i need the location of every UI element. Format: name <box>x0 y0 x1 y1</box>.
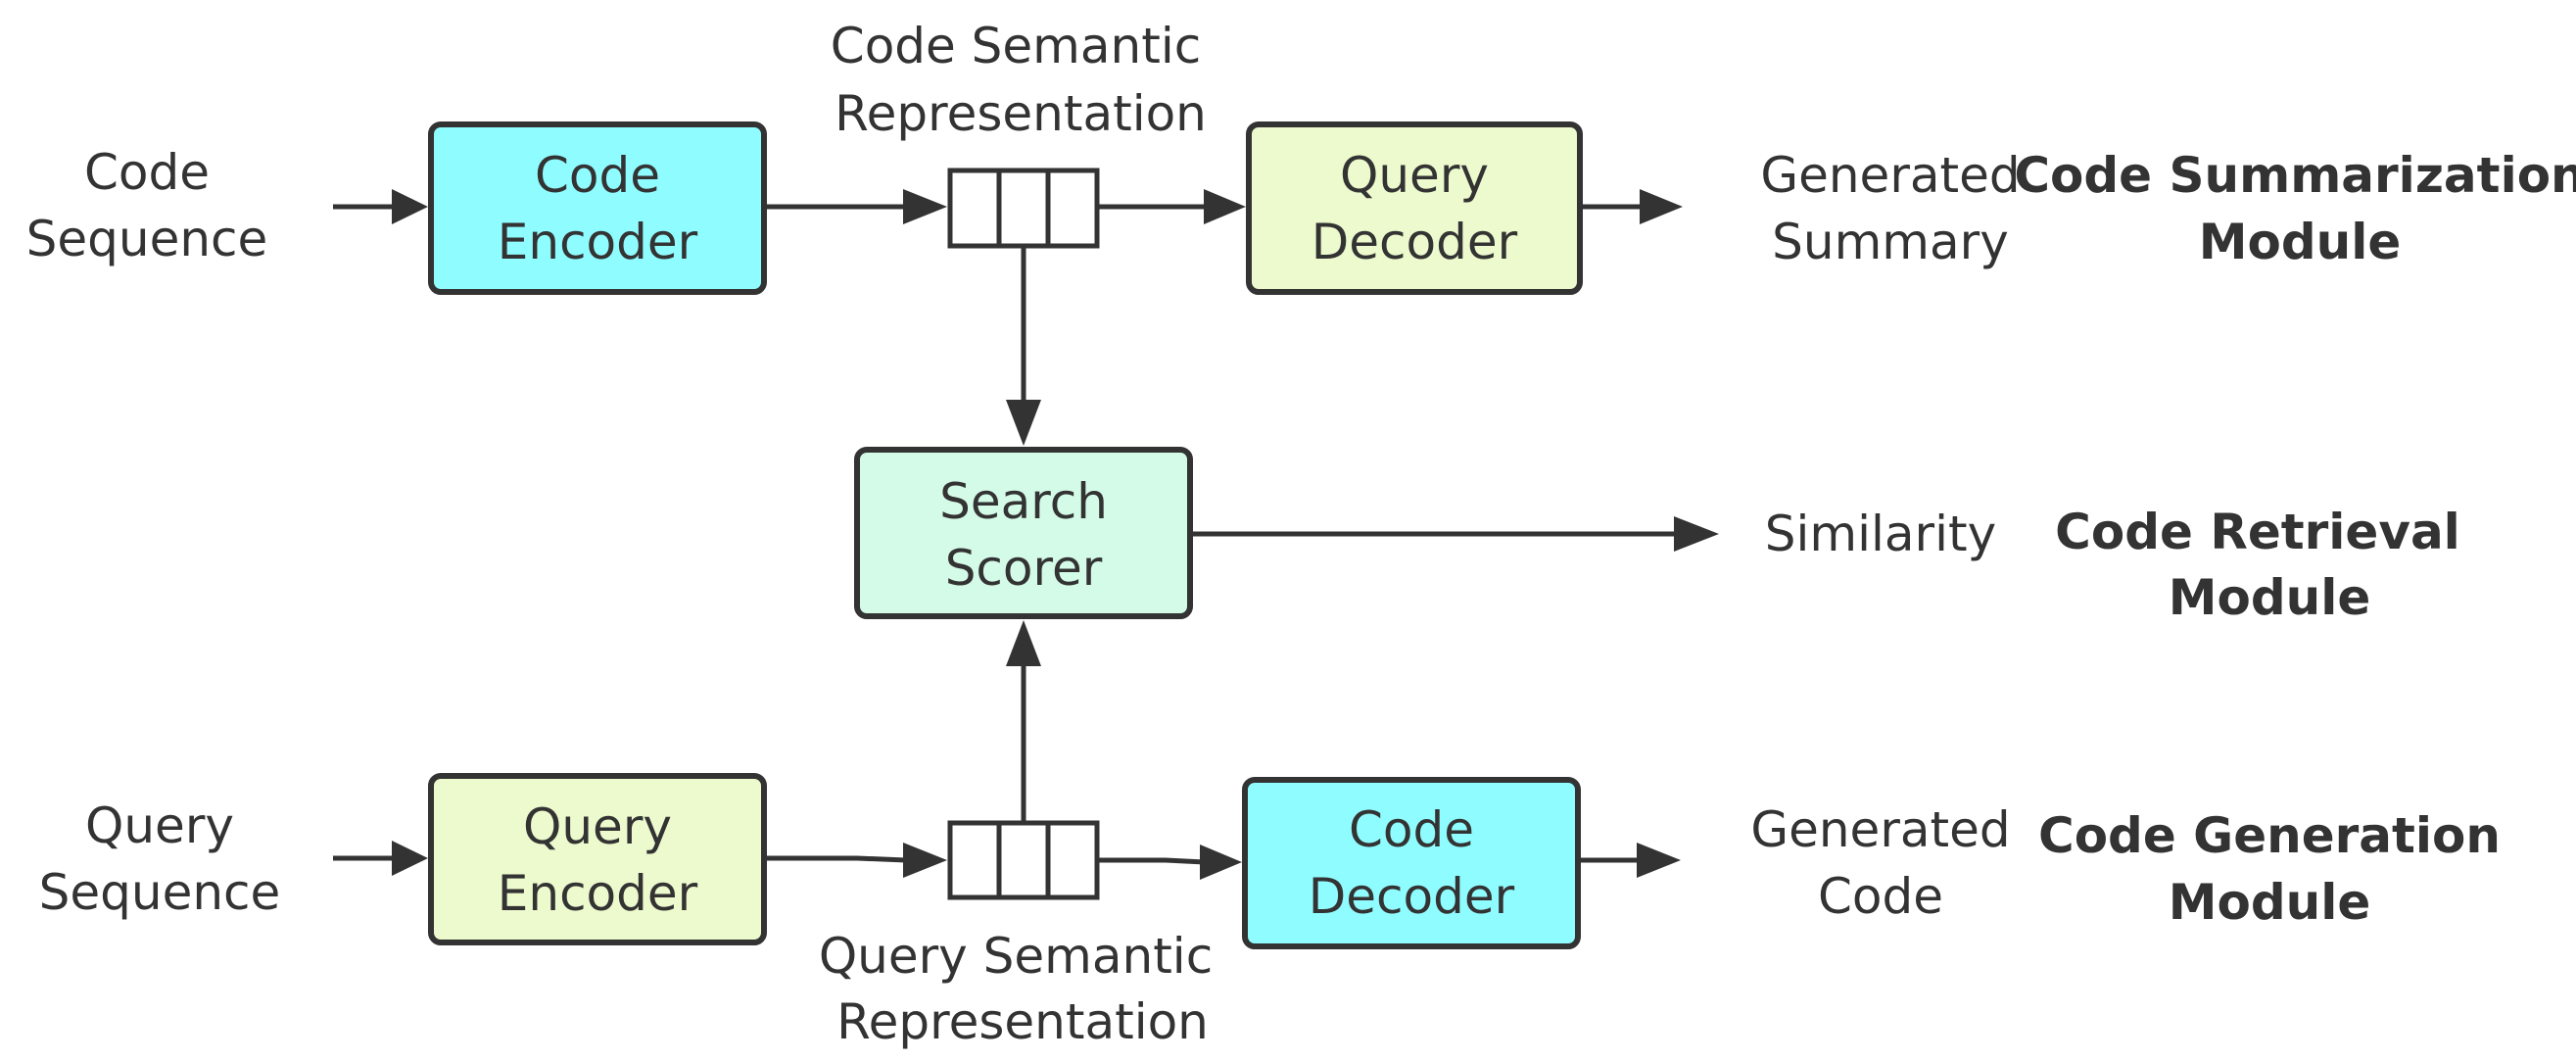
generated-summary-label-line1: Generated <box>1760 147 2020 204</box>
code-semantic-representation-label-line2: Representation <box>835 85 1207 142</box>
code-encoder-label-line1: Code <box>535 147 660 204</box>
arrowhead-query-encoder-in <box>392 841 428 876</box>
query-encoder-label-line1: Query <box>523 798 672 855</box>
arrowhead-scorer-bottom-in <box>1006 620 1041 666</box>
query-decoder-label-line2: Decoder <box>1312 214 1518 270</box>
code-decoder-box <box>1242 777 1581 949</box>
query-decoder-box <box>1246 121 1583 295</box>
code-summarization-module-label-line2: Module <box>2199 214 2402 270</box>
code-decoder-label-line1: Code <box>1349 801 1474 858</box>
search-scorer-label-line2: Scorer <box>945 540 1103 597</box>
arrow-query-encoder-to-representation <box>766 855 907 863</box>
query-semantic-representation-label-line2: Representation <box>836 993 1209 1050</box>
code-retrieval-module-label-line2: Module <box>2169 569 2371 626</box>
search-scorer-label-line1: Search <box>939 473 1108 530</box>
code-decoder-label-line2: Decoder <box>1309 868 1515 925</box>
similarity-label: Similarity <box>1765 506 1996 562</box>
arrow-query-representation-to-code-decoder <box>1099 857 1206 865</box>
query-encoder-label-line2: Encoder <box>498 865 698 922</box>
query-sequence-label-line1: Query <box>85 797 234 854</box>
code-sequence-label-line2: Sequence <box>26 211 268 267</box>
code-generation-module-label-line2: Module <box>2169 874 2371 931</box>
code-encoder-label-line2: Encoder <box>498 214 698 270</box>
arrowhead-similarity <box>1674 516 1719 552</box>
code-encoder-box <box>428 121 767 295</box>
arrowhead-scorer-top-in <box>1006 400 1041 446</box>
arrowhead-generated-summary <box>1640 189 1683 224</box>
query-semantic-vector <box>947 820 1100 900</box>
generated-code-label-line2: Code <box>1818 868 1943 925</box>
query-semantic-representation-label-line1: Query Semantic <box>819 928 1213 985</box>
search-scorer-box <box>854 447 1193 619</box>
code-sequence-label-line1: Code <box>84 144 210 201</box>
code-retrieval-module-label-line1: Code Retrieval <box>2055 504 2460 560</box>
query-sequence-label-line2: Sequence <box>39 864 281 921</box>
generated-code-label-line1: Generated <box>1750 801 2010 858</box>
arrowhead-generated-code <box>1637 843 1681 878</box>
code-generation-module-label-line1: Code Generation <box>2038 807 2501 864</box>
arrowhead-query-decoder-in <box>1204 189 1246 224</box>
arrowhead-code-decoder-in <box>1200 845 1242 880</box>
query-encoder-box <box>428 773 767 945</box>
arrowhead-query-representation-in <box>903 843 947 878</box>
arrowhead-code-representation-in <box>903 189 947 224</box>
arrowhead-code-encoder-in <box>392 189 428 224</box>
generated-summary-label-line2: Summary <box>1772 214 2009 270</box>
code-semantic-vector <box>947 168 1100 249</box>
code-semantic-representation-label-line1: Code Semantic <box>831 18 1201 74</box>
code-summarization-module-label-line1: Code Summarization <box>2014 147 2576 204</box>
query-decoder-label-line1: Query <box>1340 147 1489 204</box>
